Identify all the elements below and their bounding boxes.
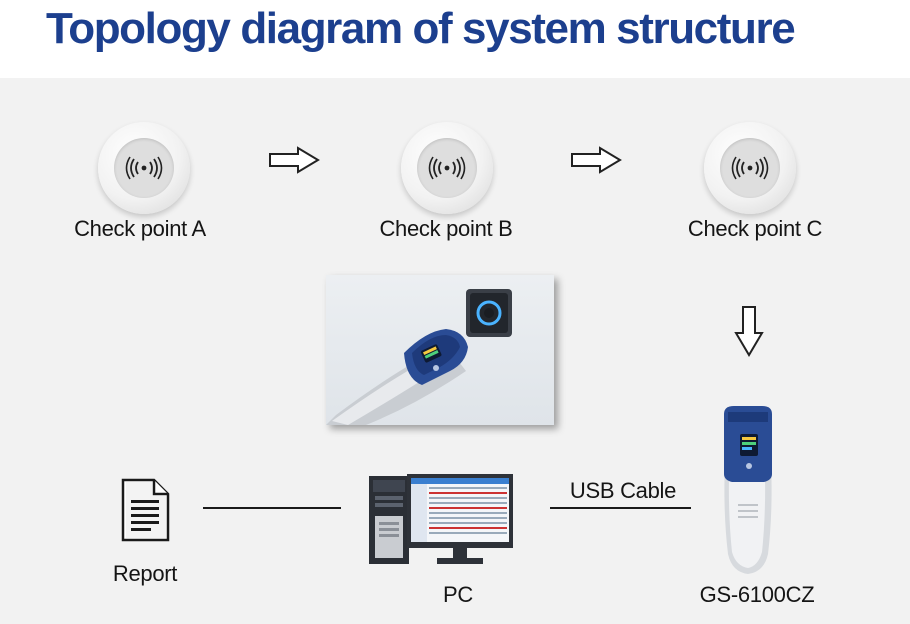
usb-cable-label: USB Cable bbox=[569, 478, 677, 503]
checkpoint-a-tag bbox=[98, 122, 190, 214]
checkpoint-c-label: Check point C bbox=[687, 216, 823, 241]
checkpoint-a-label: Check point A bbox=[74, 216, 206, 241]
computer-icon bbox=[369, 474, 513, 564]
document-icon bbox=[121, 478, 170, 542]
arrow-down-icon bbox=[734, 306, 764, 357]
rfid-wave-icon bbox=[125, 156, 163, 180]
checkpoint-c-tag bbox=[704, 122, 796, 214]
rfid-wave-icon bbox=[731, 156, 769, 180]
patrol-reader-icon bbox=[724, 406, 772, 574]
checkpoint-b-label: Check point B bbox=[379, 216, 513, 241]
page-title: Topology diagram of system structure bbox=[46, 4, 796, 53]
device-label: GS-6100CZ bbox=[699, 582, 815, 607]
rfid-wave-icon bbox=[428, 156, 466, 180]
arrow-right-icon bbox=[571, 146, 622, 174]
arrow-right-icon bbox=[269, 146, 320, 174]
report-pc-connector bbox=[203, 507, 341, 509]
reader-scan-illustration bbox=[326, 289, 512, 425]
usage-photo bbox=[326, 275, 554, 425]
pc-device-connector bbox=[550, 507, 691, 509]
checkpoint-b-tag bbox=[401, 122, 493, 214]
pc-label: PC bbox=[443, 582, 473, 607]
report-label: Report bbox=[112, 561, 178, 586]
